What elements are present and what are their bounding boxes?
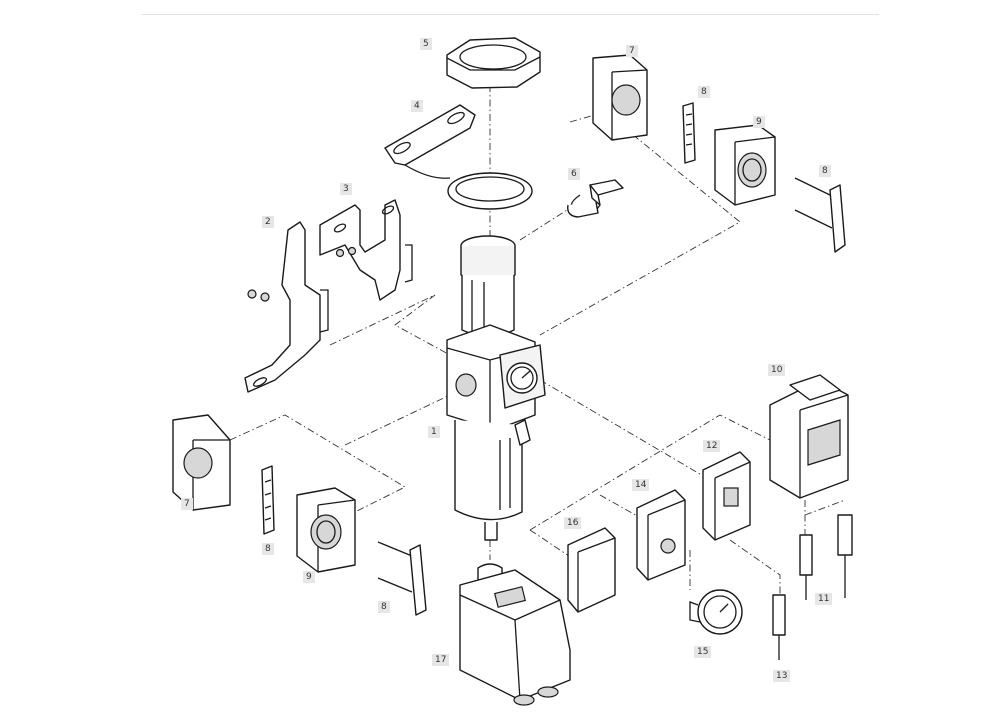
callout-11: 11 — [815, 593, 833, 605]
part-5-lock-nut — [446, 37, 541, 89]
part-8-rod-set-top — [794, 177, 846, 253]
callout-16: 16 — [564, 517, 582, 529]
part-15-pressure-gauge — [689, 589, 743, 635]
part-4-mounting-bracket — [384, 104, 533, 210]
part-13-cable-plug — [772, 594, 786, 660]
part-6-padlock — [567, 179, 624, 218]
part-14-gauge-holder — [636, 489, 686, 581]
callout-8-left: 8 — [262, 543, 274, 555]
part-12-pressure-sensor — [702, 451, 751, 541]
callout-12: 12 — [703, 440, 721, 452]
callout-4: 4 — [411, 100, 423, 112]
callout-8-top: 8 — [698, 86, 710, 98]
part-16-cover — [567, 527, 616, 613]
part-17-base-module — [459, 563, 571, 706]
part-8-rod-set-bottom — [377, 541, 427, 616]
callout-2: 2 — [262, 216, 274, 228]
callout-9-top: 9 — [753, 116, 765, 128]
callout-13: 13 — [773, 670, 791, 682]
part-11-cables — [799, 514, 853, 600]
top-divider — [141, 14, 879, 15]
part-8-connector-plate-top-small — [682, 102, 696, 164]
part-2-angle-bracket — [244, 221, 329, 393]
part-9-module-connector-top — [714, 124, 776, 206]
callout-15: 15 — [694, 646, 712, 658]
callout-17: 17 — [432, 654, 450, 666]
callout-3: 3 — [340, 183, 352, 195]
callout-9-left: 9 — [303, 571, 315, 583]
callout-6: 6 — [568, 168, 580, 180]
callout-8-bottom: 8 — [378, 601, 390, 613]
callout-5: 5 — [420, 38, 432, 50]
callout-7-top: 7 — [626, 45, 638, 57]
part-7-cover-plate-left — [172, 414, 231, 511]
part-7-cover-plate-top — [592, 54, 648, 141]
callout-7-left: 7 — [181, 498, 193, 510]
part-8-connector-plate-left-small — [261, 465, 275, 535]
callout-14: 14 — [632, 479, 650, 491]
part-10-display-module — [769, 374, 849, 499]
part-3-wall-bracket — [319, 199, 413, 301]
part-9-module-connector-left — [296, 487, 356, 573]
callout-1: 1 — [428, 426, 440, 438]
part-1-filter-regulator — [446, 235, 546, 541]
callout-10: 10 — [768, 364, 786, 376]
callout-8-right: 8 — [819, 165, 831, 177]
assembly-lines — [229, 85, 846, 595]
